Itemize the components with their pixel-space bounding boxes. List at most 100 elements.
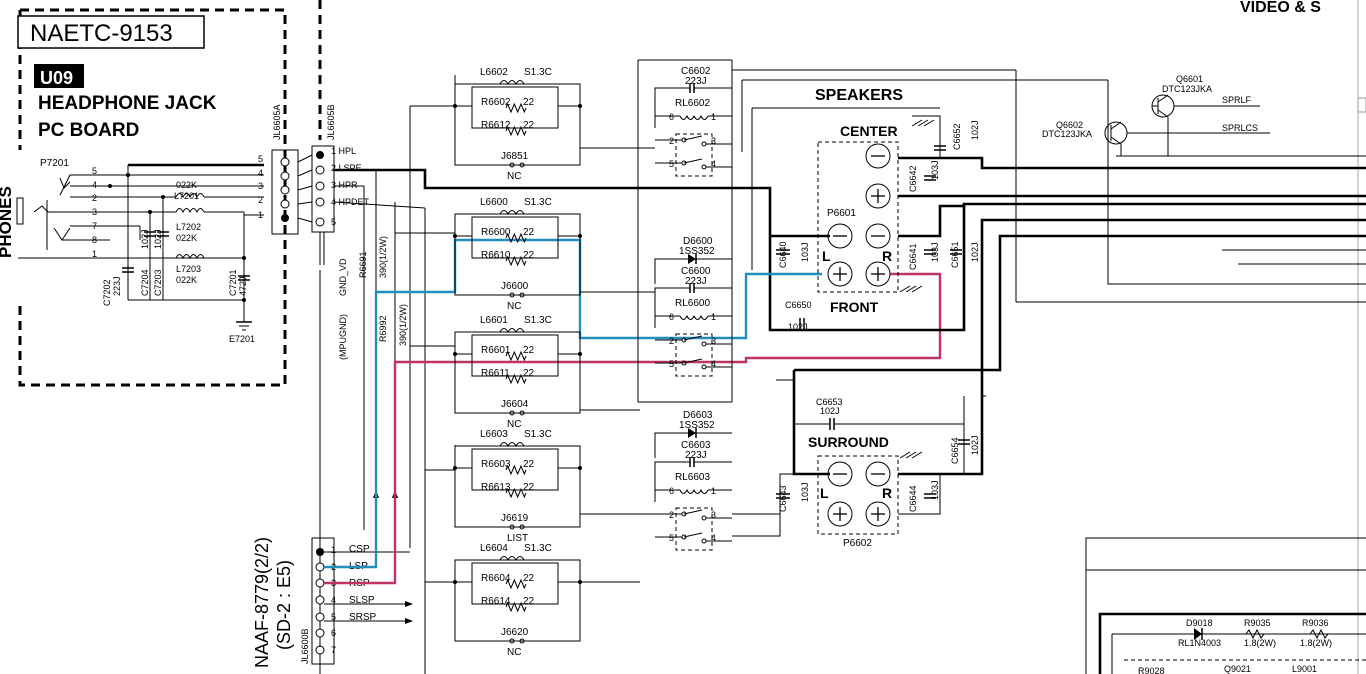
relay-pin-2: 2 <box>669 136 674 146</box>
signal-srsp: SRSP <box>349 612 377 623</box>
r6992-ref: R6992 <box>378 315 388 342</box>
relay-pin-1: 1 <box>711 486 716 496</box>
d9018-val: RL1N4003 <box>1178 638 1221 648</box>
resistor-b-ref: R6613 <box>481 482 511 493</box>
relay-switch-box <box>675 507 713 551</box>
junction-dot <box>578 104 582 108</box>
left-vertical-wiring <box>319 105 455 674</box>
relay-ref: RL6603 <box>675 472 710 483</box>
c6653-ref: C6653 <box>816 397 843 407</box>
switch-contact <box>701 341 707 347</box>
c6644-val: 103J <box>930 480 940 500</box>
resistor-b-val: 22 <box>523 596 535 607</box>
resistor-a-ref: R6602 <box>481 97 511 108</box>
r9036-ref: R9036 <box>1302 618 1329 628</box>
transistor-q6602 <box>1104 117 1270 156</box>
diode-symbol <box>688 428 696 438</box>
jack-pin-1: 5 <box>92 166 97 176</box>
c6641-ref: C6641 <box>908 243 918 270</box>
c7201-val: 472J <box>238 276 248 296</box>
jl6605a-pin-2: 2 <box>258 195 263 205</box>
relay-cap-ref: C6603 <box>681 440 711 451</box>
relay-pin-4: 4 <box>711 359 716 369</box>
r6992-val: 390(1/2W) <box>398 304 408 346</box>
jumper-val: NC <box>507 647 521 658</box>
relay-cap-val: 223J <box>685 450 707 461</box>
c6644-ref: C6644 <box>908 485 918 512</box>
sprlcs-label: SPRLCS <box>1222 123 1258 133</box>
speaker-terminals <box>827 143 891 527</box>
jl6600b-pin-5: 5 <box>331 612 336 622</box>
relay-cap-ref: C6602 <box>681 66 711 77</box>
terminal-ring <box>865 261 891 287</box>
jumper-pad <box>519 162 525 168</box>
relay-pin-1: 1 <box>711 112 716 122</box>
fuse-ref: L6601 <box>480 315 508 326</box>
c7202-ref: C7202 <box>102 279 112 306</box>
jumper-pad <box>509 410 515 416</box>
jl6600b-ref: JL6600B <box>300 628 310 664</box>
resistor-a-val: 22 <box>523 227 535 238</box>
speaker-terminal-10 <box>865 501 891 527</box>
fuse-rating: S1.3C <box>524 197 552 208</box>
resistor-a-ref: R6601 <box>481 345 511 356</box>
jumper-ref: J6620 <box>501 627 529 638</box>
speaker-terminal-6 <box>865 261 891 287</box>
resistor-a-val: 22 <box>523 97 535 108</box>
terminal-ring <box>827 261 853 287</box>
jack-pin-6: 8 <box>92 235 97 245</box>
c6650-ref: C6650 <box>785 300 812 310</box>
resistor-b-val: 22 <box>523 368 535 379</box>
switch-arm <box>683 135 703 141</box>
resistor-b-val: 22 <box>523 120 535 131</box>
d9018-ref: D9018 <box>1186 618 1213 628</box>
relay-coil <box>679 114 709 120</box>
speaker-terminal-7 <box>827 461 853 487</box>
relay-pin-2: 2 <box>669 336 674 346</box>
relay-ref: RL6600 <box>675 298 710 309</box>
jl6605b-pin-5: 5 <box>331 217 336 227</box>
speaker-terminal-8 <box>865 461 891 487</box>
l7201-ref: L7201 <box>174 191 199 201</box>
r6691-ref: R6691 <box>358 251 368 278</box>
bottom-right-section <box>1085 537 1366 674</box>
resistor-a <box>505 464 527 476</box>
jumper-wire <box>454 468 581 528</box>
speaker-terminal-5 <box>827 261 853 287</box>
c7203-ref: C7203 <box>153 269 163 296</box>
relay-cap-wire <box>654 287 690 328</box>
jumper-ref: J6604 <box>501 399 529 410</box>
r9035-ref: R9035 <box>1244 618 1271 628</box>
wire <box>425 560 456 583</box>
jumper-val: LIST <box>507 533 528 544</box>
relay-pin-5: 5 <box>669 533 674 543</box>
c6641-val: 103J <box>930 242 940 262</box>
resistor-b-ref: R6612 <box>481 120 511 131</box>
relay-cap-ref: C6600 <box>681 266 711 277</box>
c6654-val: 102J <box>970 435 980 455</box>
jumper-wire <box>454 236 581 296</box>
jl6605b-pin-2: 2 LSPE <box>331 163 362 173</box>
terminal-ring <box>865 461 891 487</box>
c7204-val: 102J <box>140 229 150 249</box>
fuse-wire <box>454 213 581 236</box>
c7203-val: 102J <box>153 229 163 249</box>
relay-pin-2: 2 <box>669 510 674 520</box>
l7201-val: 022K <box>176 180 197 190</box>
jl6605a-pin-1: 1 <box>258 210 263 220</box>
c6642-val: 103J <box>930 160 940 180</box>
phones-label: PHONES <box>0 186 15 258</box>
jumper-wire <box>454 354 581 414</box>
relay-pin-3: 3 <box>711 136 716 146</box>
speaker-terminal-3 <box>827 223 853 249</box>
switch-arm <box>683 532 703 538</box>
q6601-ref: Q6601 <box>1176 74 1203 84</box>
signal-slsp: SLSP <box>349 595 375 606</box>
jl6605b-pin-4: 4 HPDET <box>331 197 370 207</box>
p6601-ref: P6601 <box>827 208 856 219</box>
c6653-val: 102J <box>820 406 840 416</box>
signal-csp: CSP <box>349 544 370 555</box>
